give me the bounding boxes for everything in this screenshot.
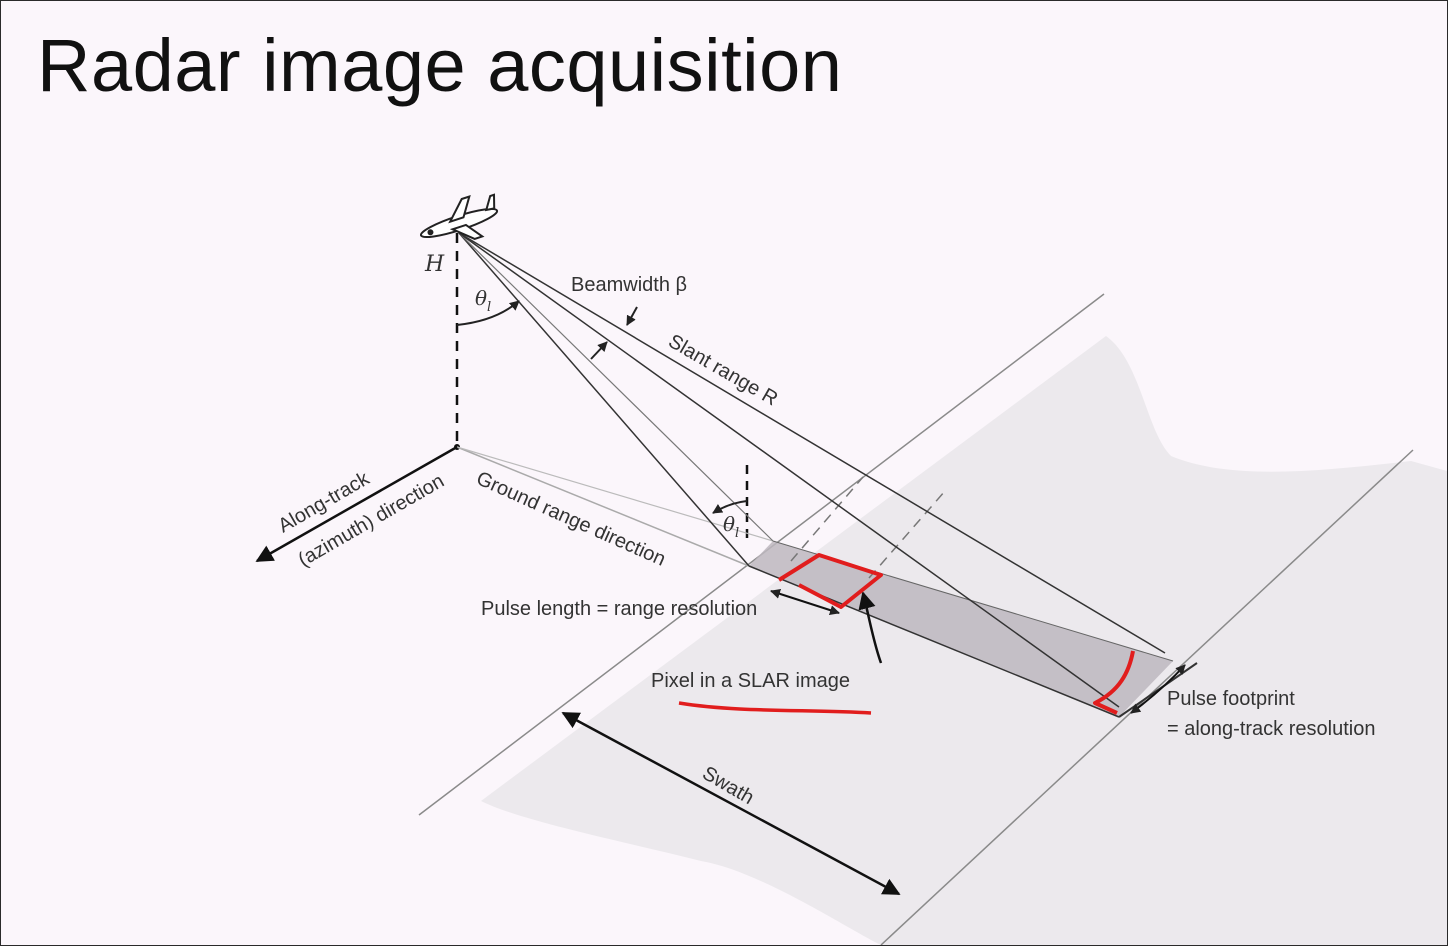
pulse-length-label: Pulse length = range resolution: [481, 598, 757, 620]
height-label: H: [424, 252, 445, 277]
theta-top-label: θl: [475, 286, 491, 315]
slide-title: Radar image acquisition: [37, 24, 843, 107]
beam-ray-inner: [458, 232, 774, 542]
theta-bottom-label: θl: [723, 512, 739, 541]
pixel-underline: [678, 701, 872, 715]
pulse-footprint-label-2: = along-track resolution: [1167, 718, 1375, 740]
swath-arrow-icon: [561, 711, 901, 896]
beam-ray-mid: [458, 232, 1120, 708]
beam-footprint: [749, 541, 1173, 717]
pixel-label: Pixel in a SLAR image: [651, 670, 850, 692]
ground-range-label: Ground range direction: [473, 467, 669, 570]
beam-ray-near: [458, 232, 750, 567]
pixel-annotation: [777, 553, 883, 609]
pulse-footprint-label-1: Pulse footprint: [1167, 688, 1295, 710]
slant-range-ray: [458, 232, 1166, 654]
beamwidth-label: Beamwidth β: [571, 274, 687, 296]
slant-range-label: Slant range R: [665, 330, 782, 410]
airplane-icon: [419, 193, 499, 240]
footprint-annotation: [1093, 650, 1135, 715]
along-track-arrow-icon: [255, 445, 458, 563]
